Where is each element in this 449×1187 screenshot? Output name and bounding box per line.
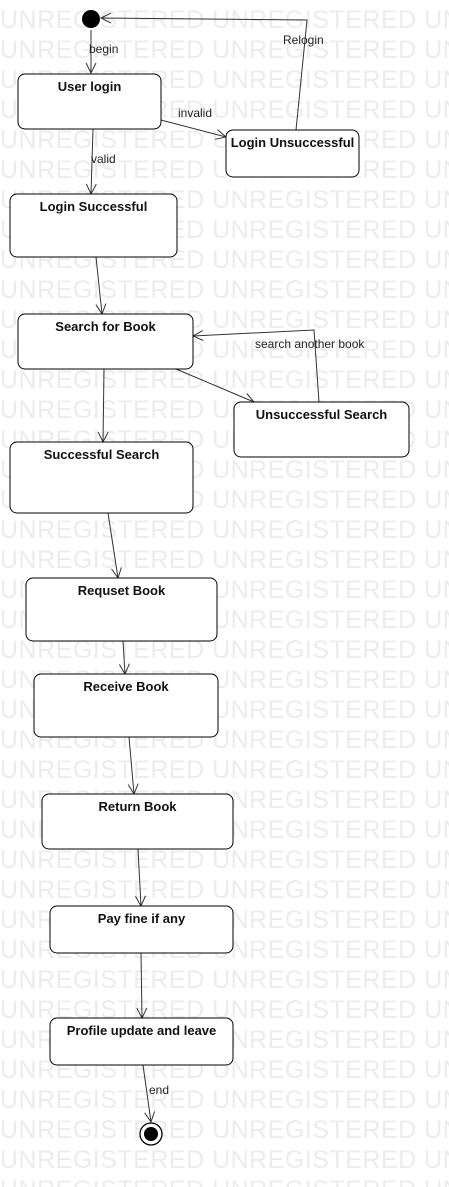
transition-label-end: end [149,1083,169,1097]
state-box [225,129,360,178]
state-label: Login Unsuccessful [231,135,355,150]
state-box [25,577,218,642]
state-box [49,1017,234,1066]
state-box [9,441,194,514]
state-profile-update: Profile update and leave [49,1017,234,1066]
transition-label-begin: begin [89,42,118,56]
transition-search-another [193,329,320,403]
transition-search-fail [175,368,254,402]
transition-search-ok [103,368,104,442]
transition-to-pay [138,848,141,906]
state-successful-search: Successful Search [9,441,194,514]
state-return-book: Return Book [41,793,234,850]
state-receive-book: Receive Book [33,673,219,738]
state-label: Unsuccessful Search [256,407,388,422]
state-box [41,793,234,850]
transition-label-relogin: Relogin [283,33,324,47]
state-label: Search for Book [55,319,156,334]
state-box [17,313,194,370]
state-label: Pay fine if any [98,911,186,926]
state-label: Successful Search [44,447,160,462]
initial-node [82,10,100,28]
state-box [9,193,178,258]
state-label: Login Successful [40,199,148,214]
transition-valid [91,128,93,194]
state-login-unsuccessful: Login Unsuccessful [225,129,360,178]
state-label: Requset Book [78,583,166,598]
state-label: Profile update and leave [67,1023,217,1038]
state-label: User login [58,79,122,94]
transition-relogin [101,18,308,131]
transition-label-search-another: search another book [255,337,365,351]
final-node-core [144,1127,158,1141]
transition-to-profile [141,952,142,1018]
transition-to-return [129,736,134,794]
transition-to-receive [123,640,125,674]
state-box [49,905,234,954]
transition-invalid [160,119,226,137]
state-search-for-book: Search for Book [17,313,194,370]
state-label: Return Book [99,799,178,814]
state-box [17,73,162,130]
state-box [233,401,410,458]
transition-to-search [95,256,102,314]
transition-label-valid: valid [91,152,116,166]
transition-to-request [107,512,118,578]
transition-end [142,1064,151,1122]
state-pay-fine: Pay fine if any [49,905,234,954]
state-unsuccessful-search: Unsuccessful Search [233,401,410,458]
state-label: Receive Book [83,679,169,694]
transition-label-invalid: invalid [178,106,212,120]
state-request-book: Requset Book [25,577,218,642]
state-login-successful: Login Successful [9,193,178,258]
state-box [33,673,219,738]
state-user-login: User login [17,73,162,130]
